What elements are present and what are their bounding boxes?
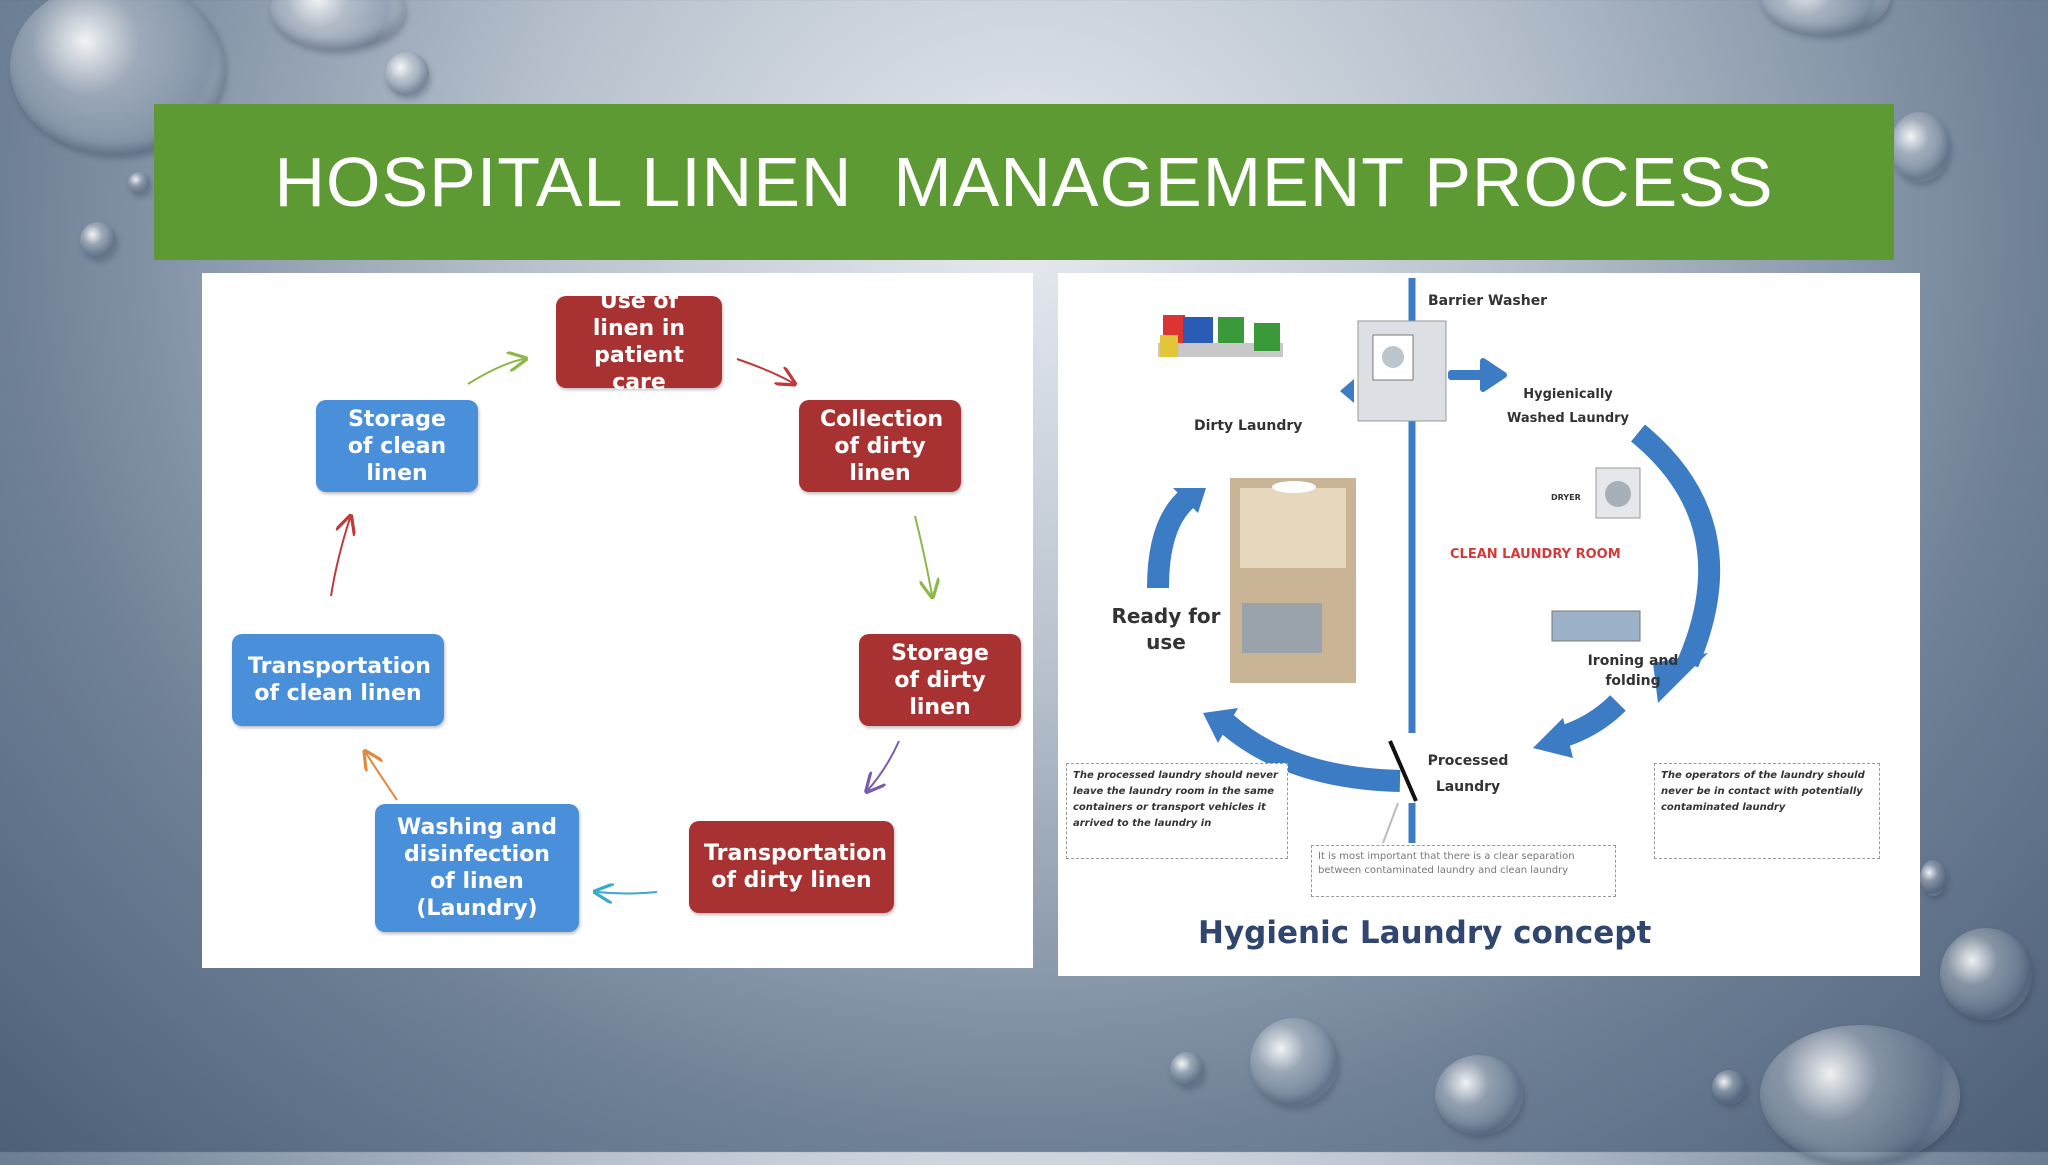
water-drop <box>1890 112 1950 182</box>
label-ironing-folding: Ironing and folding <box>1587 653 1679 689</box>
water-drop <box>1170 1052 1204 1086</box>
ironing-machine-image <box>1551 610 1641 642</box>
arrow-processed-curve <box>1554 695 1626 749</box>
laundry-carts-image <box>1158 315 1283 357</box>
water-drop <box>270 0 405 50</box>
step-washing-disinfection: Washing and disinfection of linen (Laund… <box>375 804 579 932</box>
label-clean-laundry-room: CLEAN LAUNDRY ROOM <box>1450 547 1621 562</box>
water-drop <box>1250 1018 1338 1106</box>
arrowhead-ready-up <box>1173 488 1206 513</box>
note-pointer <box>1382 802 1399 844</box>
water-drop <box>80 222 116 258</box>
water-drop <box>1760 1025 1960 1165</box>
arrow-use-to-collection <box>736 358 793 383</box>
laundry-concept-title: Hygienic Laundry concept <box>1198 915 1652 951</box>
arrowhead-clean-right <box>1653 653 1708 703</box>
arrow-out-of-washer <box>1448 358 1507 392</box>
step-label: Transportation of clean linen <box>248 654 431 706</box>
step-collection-dirty-linen: Collection of dirty linen <box>799 400 961 492</box>
water-drop <box>1940 928 2032 1020</box>
step-label: Use of linen in patient care <box>592 289 686 395</box>
water-drop <box>385 52 429 96</box>
step-label: Storage of dirty linen <box>891 640 989 720</box>
arrow-clean-storage-to-use <box>467 359 524 385</box>
note-clear-separation: It is most important that there is a cle… <box>1311 845 1616 897</box>
arrow-washing-to-transport-clean <box>366 753 398 801</box>
water-drop <box>1712 1070 1746 1104</box>
laundry-illustration <box>1147 278 1721 844</box>
step-label: Storage of clean linen <box>347 406 447 486</box>
arrow-transport-dirty-to-washing <box>597 892 658 894</box>
arrow-into-washer <box>1340 379 1354 403</box>
label-barrier-washer: Barrier Washer <box>1428 293 1548 309</box>
arrow-transport-clean-to-clean-storage <box>330 518 350 597</box>
step-label: Collection of dirty linen <box>820 406 944 486</box>
step-transportation-dirty-linen: Transportation of dirty linen <box>689 821 894 913</box>
slide-title: HOSPITAL LINEN MANAGEMENT PROCESS <box>274 143 1774 221</box>
hygienic-laundry-diagram: Barrier Washer Dirty Laundry Hygienicall… <box>1058 273 1920 976</box>
water-drop <box>1760 0 1890 35</box>
linen-cycle-diagram: Use of linen in patient care Collection … <box>202 273 1033 968</box>
arrow-storage-to-transport-dirty <box>868 740 900 790</box>
label-ready-for-use: Ready for use <box>1111 604 1221 654</box>
step-storage-clean-linen: Storage of clean linen <box>316 400 478 492</box>
label-processed-laundry: Processed Laundry <box>1427 753 1509 795</box>
label-dirty-laundry: Dirty Laundry <box>1194 418 1303 434</box>
water-drop <box>128 172 150 194</box>
step-transportation-clean-linen: Transportation of clean linen <box>232 634 444 726</box>
arrow-ready-up-curve <box>1147 489 1196 589</box>
step-label: Washing and disinfection of linen (Laund… <box>397 815 557 921</box>
arrowhead-processed <box>1533 718 1573 758</box>
barrier-washer-image <box>1357 320 1447 422</box>
barrier-door <box>1388 740 1418 802</box>
step-storage-dirty-linen: Storage of dirty linen <box>859 634 1021 726</box>
arrow-collection-to-storage <box>914 515 932 595</box>
title-bar: HOSPITAL LINEN MANAGEMENT PROCESS <box>154 104 1894 260</box>
water-drop <box>1435 1055 1523 1135</box>
label-dryer: DRYER <box>1551 493 1581 502</box>
arrow-to-ready-curve <box>1218 714 1401 792</box>
hospital-room-photo <box>1230 478 1356 683</box>
water-drop <box>1920 860 1946 896</box>
cycle-arrows <box>330 273 1033 968</box>
step-use-of-linen: Use of linen in patient care <box>556 289 722 395</box>
step-label: Transportation of dirty linen <box>704 841 887 893</box>
note-operators: The operators of the laundry should neve… <box>1654 763 1880 859</box>
dryer-image <box>1595 467 1641 519</box>
note-processed-laundry: The processed laundry should never leave… <box>1066 763 1288 859</box>
label-hygienically-washed: Hygienically Washed Laundry <box>1506 387 1630 426</box>
arrow-clean-right-curve <box>1630 424 1721 668</box>
arrowhead-to-ready <box>1203 708 1238 743</box>
